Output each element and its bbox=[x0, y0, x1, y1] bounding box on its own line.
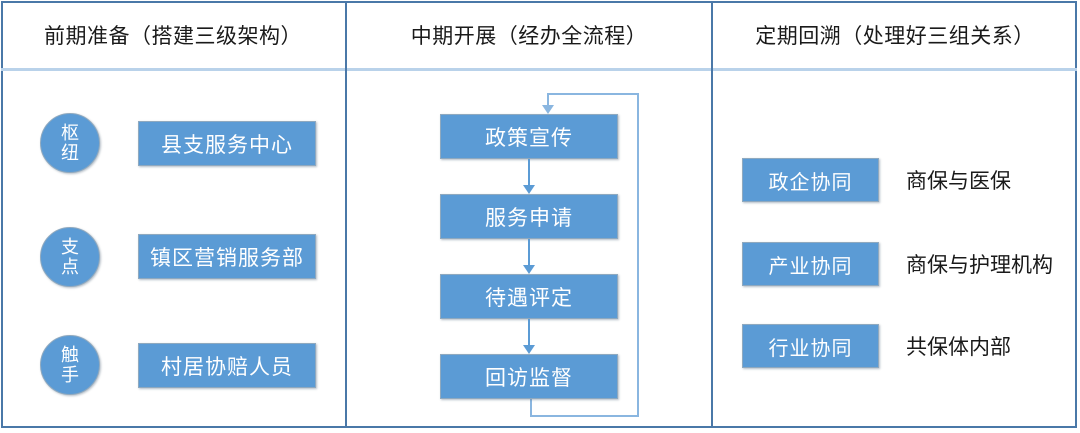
org-box-county: 县支服务中心 bbox=[138, 121, 316, 166]
flow-step-followup-supervision: 回访监督 bbox=[440, 354, 618, 399]
org-box-town: 镇区营销服务部 bbox=[138, 234, 316, 279]
loop-segment-right bbox=[530, 415, 639, 417]
loop-segment-up bbox=[637, 93, 639, 417]
loop-segment-entry bbox=[547, 93, 549, 107]
role-circle-tentacle: 触 手 bbox=[40, 335, 100, 395]
synergy-desc-industry-chain: 商保与护理机构 bbox=[906, 254, 1053, 277]
role-circle-fulcrum-line2: 点 bbox=[61, 257, 79, 277]
synergy-tag-sector: 行业协同 bbox=[742, 324, 879, 368]
header-divider-line bbox=[1, 68, 1077, 71]
column-divider-2 bbox=[711, 1, 713, 428]
role-circle-tentacle-line1: 触 bbox=[61, 345, 79, 365]
column-divider-1 bbox=[345, 1, 347, 428]
loop-segment-left bbox=[547, 93, 639, 95]
role-circle-tentacle-line2: 手 bbox=[61, 365, 79, 385]
synergy-tag-industry-chain: 产业协同 bbox=[742, 242, 879, 286]
synergy-tag-gov-enterprise: 政企协同 bbox=[742, 158, 879, 202]
synergy-desc-sector: 共保体内部 bbox=[906, 336, 1011, 359]
role-circle-fulcrum: 支 点 bbox=[40, 227, 100, 287]
role-circle-hub-line1: 枢 bbox=[61, 123, 79, 143]
role-circle-hub-line2: 纽 bbox=[61, 143, 79, 163]
flow-connector-3 bbox=[528, 319, 530, 347]
column-header-run: 中期开展（经办全流程） bbox=[410, 25, 648, 48]
role-circle-fulcrum-line1: 支 bbox=[61, 237, 79, 257]
column-header-review: 定期回溯（处理好三组关系） bbox=[755, 25, 1035, 48]
synergy-desc-gov-enterprise: 商保与医保 bbox=[906, 170, 1011, 193]
flow-connector-2 bbox=[528, 239, 530, 267]
flow-step-policy-promotion: 政策宣传 bbox=[440, 114, 618, 159]
org-box-village: 村居协赔人员 bbox=[138, 343, 316, 388]
flow-connector-1 bbox=[528, 159, 530, 187]
loop-arrowhead-icon bbox=[542, 105, 554, 114]
loop-segment-down bbox=[530, 390, 532, 417]
flow-step-service-application: 服务申请 bbox=[440, 194, 618, 239]
flow-arrowhead-2-icon bbox=[523, 265, 535, 274]
flow-step-benefit-assessment: 待遇评定 bbox=[440, 274, 618, 319]
flow-arrowhead-1-icon bbox=[523, 185, 535, 194]
role-circle-hub: 枢 纽 bbox=[40, 113, 100, 173]
flow-arrowhead-3-icon bbox=[523, 345, 535, 354]
column-header-prep: 前期准备（搭建三级架构） bbox=[44, 25, 302, 48]
